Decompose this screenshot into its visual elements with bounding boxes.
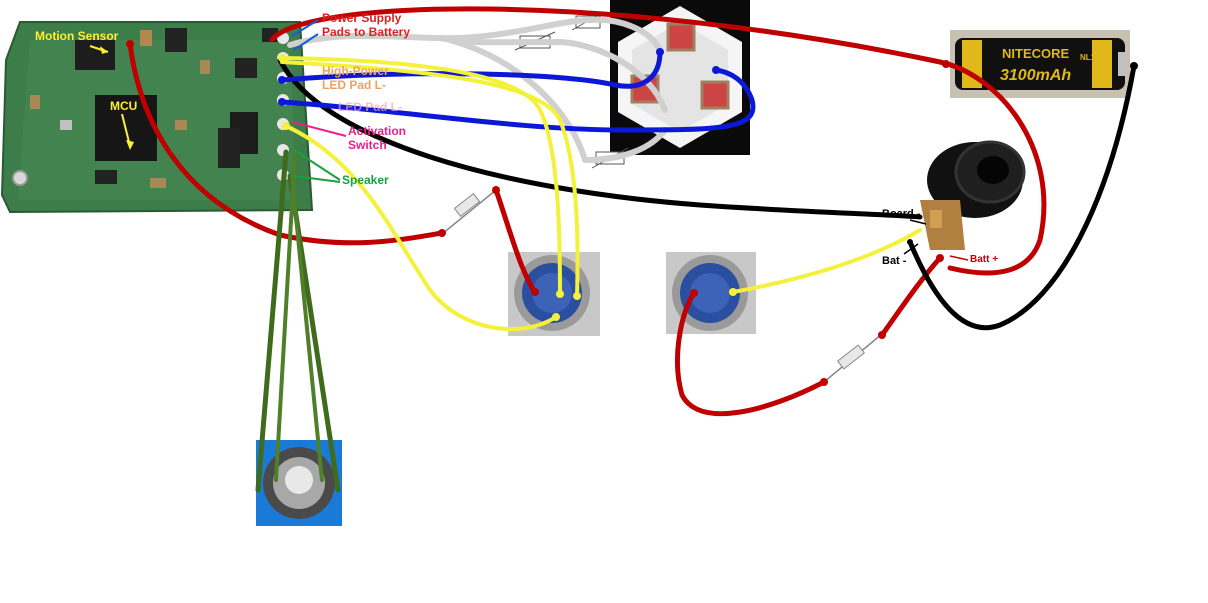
battery-brand: NITECORE xyxy=(1002,46,1070,61)
speaker-wires xyxy=(255,149,341,493)
power-supply-label-line1: Power Supply xyxy=(322,11,402,25)
pushbutton-power xyxy=(666,252,756,334)
board-minus-label: Board - xyxy=(882,208,921,220)
black-wires xyxy=(277,57,1137,331)
pcb-board xyxy=(0,21,314,214)
dc-jack xyxy=(920,140,1026,250)
led-emitter xyxy=(666,22,696,52)
battery-18650: NITECORE NL188 3100mAh xyxy=(950,30,1130,98)
pushbutton-activation xyxy=(508,252,600,336)
jack-labels: Board - Bat - Batt + xyxy=(882,208,998,267)
bat-minus-label: Bat - xyxy=(882,255,907,267)
pcb-annotations: Motion Sensor MCU xyxy=(35,29,137,150)
driver-chip xyxy=(218,128,240,168)
solder-joints xyxy=(126,35,1138,386)
red-wires xyxy=(127,6,1047,417)
resistor-left xyxy=(441,189,497,235)
power-supply-label-line2: Pads to Battery xyxy=(322,25,410,39)
speaker-label: Speaker xyxy=(342,173,389,187)
led-emitter xyxy=(700,80,730,110)
high-power-label-line2: LED Pad L- xyxy=(322,78,386,92)
yellow-wires xyxy=(280,56,922,332)
motion-sensor-label: Motion Sensor xyxy=(35,29,119,43)
mcu-label: MCU xyxy=(110,99,137,113)
activation-label-line1: Activation xyxy=(348,124,406,138)
activation-label-line2: Switch xyxy=(348,138,387,152)
resistor-right xyxy=(823,333,883,383)
motion-sensor-chip xyxy=(75,40,115,70)
pin-labels: Power Supply Pads to Battery High-Power … xyxy=(291,11,410,187)
low-led-label: LED Pad L- xyxy=(338,100,402,114)
battery-model: NL188 xyxy=(1080,53,1105,62)
blue-wires xyxy=(279,49,756,133)
speaker xyxy=(256,440,342,526)
batt-plus-label: Batt + xyxy=(970,254,998,265)
mounting-hole xyxy=(12,170,28,186)
battery-capacity: 3100mAh xyxy=(1000,67,1071,84)
high-power-label-line1: High-Power xyxy=(322,64,389,78)
